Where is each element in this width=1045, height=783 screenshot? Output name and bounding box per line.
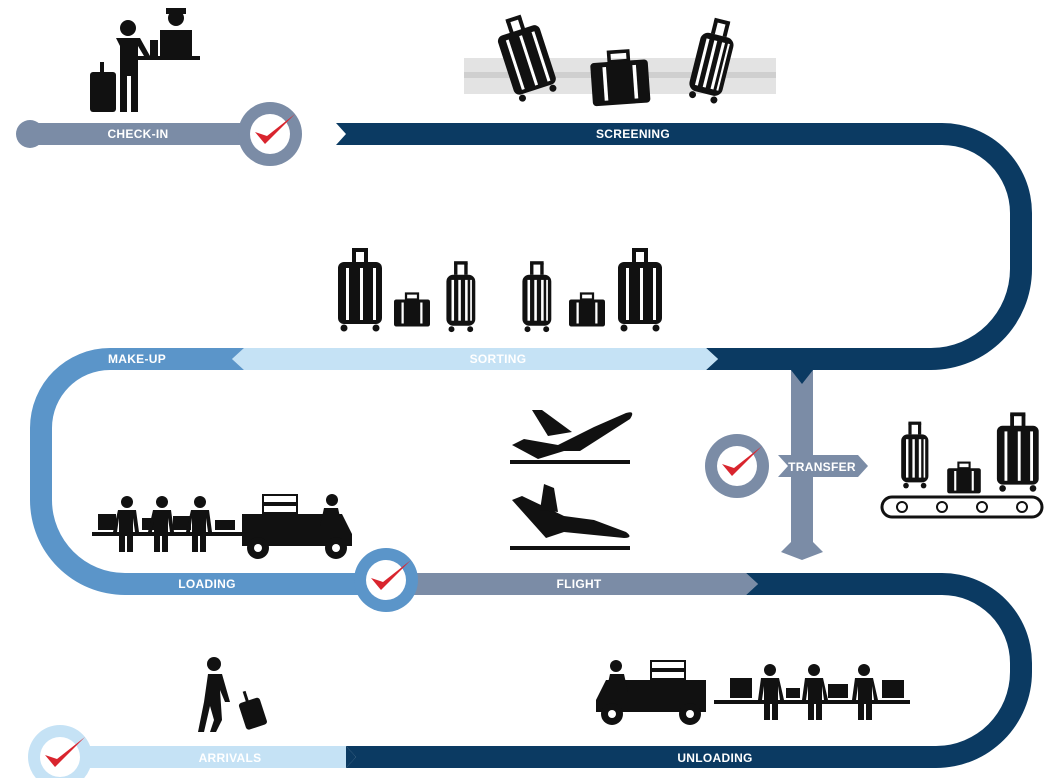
suitcase-icon: [446, 261, 476, 333]
walking-passenger-icon: [198, 657, 267, 732]
baggage-cart-icon: [242, 494, 352, 559]
passenger-with-agent-icon: [90, 8, 200, 112]
baggage-cart-icon: [596, 660, 706, 725]
segment-sorting: [232, 348, 718, 370]
checkpoint-check-in: [238, 102, 302, 166]
segment-screening: [336, 123, 1032, 370]
baggage-handlers-icon: [714, 664, 910, 720]
suitcase-icon: [567, 292, 607, 328]
baggage-handlers-icon: [92, 496, 252, 552]
stage-label-make-up: MAKE-UP: [107, 352, 167, 366]
suitcase-icon: [996, 412, 1039, 492]
segment-make-up-loading: [30, 348, 360, 595]
stage-label-arrivals: ARRIVALS: [198, 751, 262, 765]
segment-transfer-arrow: [770, 455, 868, 477]
stage-label-screening: SCREENING: [595, 127, 671, 141]
stage-label-check-in: CHECK-IN: [107, 127, 169, 141]
suitcase-icon: [392, 292, 432, 328]
screening-suitcases: [464, 10, 776, 109]
segment-check-in: [30, 123, 270, 145]
suitcase-icon: [946, 461, 982, 495]
segment-arrivals: [90, 746, 346, 768]
suitcase-icon: [338, 248, 382, 332]
checkpoint-transfer: [705, 434, 769, 498]
stage-label-loading: LOADING: [178, 577, 236, 591]
suitcase-icon: [618, 248, 662, 332]
checkpoint-arrivals: [28, 725, 92, 783]
checkpoint-check-icon: [255, 114, 295, 144]
segment-flight: [400, 573, 758, 595]
sorting-suitcases: [338, 248, 662, 333]
journey-path: [16, 120, 1032, 768]
arriving-plane-icon: [510, 484, 630, 550]
departing-plane-icon: [510, 410, 633, 464]
suitcase-icon: [522, 261, 552, 333]
suitcase-icon: [901, 421, 929, 489]
stage-label-flight: FLIGHT: [556, 577, 602, 591]
stage-label-transfer: TRANSFER: [788, 460, 856, 474]
checkpoint-loading: [354, 548, 418, 612]
checkpoint-check-icon: [371, 560, 411, 590]
conveyor-belt-icon: [880, 412, 1044, 519]
stage-label-sorting: SORTING: [469, 352, 527, 366]
segment-unloading: [346, 573, 1032, 768]
checkpoint-check-icon: [45, 737, 85, 767]
checkpoint-check-icon: [722, 446, 762, 476]
stage-label-unloading: UNLOADING: [677, 751, 753, 765]
